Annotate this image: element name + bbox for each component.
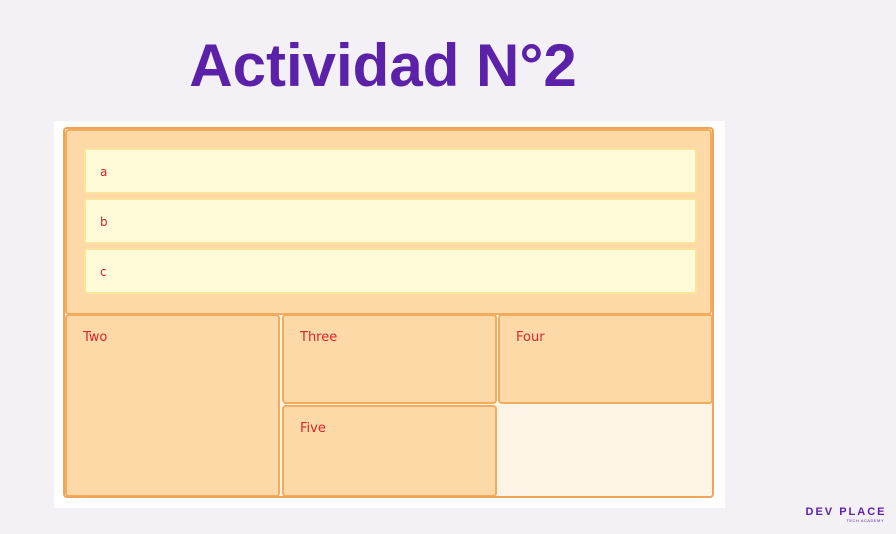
box-two: Two xyxy=(65,314,280,496)
nested-item-label: c xyxy=(100,265,107,279)
grid-example-frame: a b c Two Three Four Five xyxy=(54,121,725,508)
nested-item-a: a xyxy=(84,148,697,194)
box-one-container: a b c xyxy=(65,129,712,315)
logo-tagline: TECH ACADEMY xyxy=(846,518,884,523)
box-three: Three xyxy=(282,314,497,404)
box-label: Three xyxy=(300,330,338,345)
devplace-logo: DEV PLACE TECH ACADEMY xyxy=(804,506,888,528)
slide-title: Actividad N°2 xyxy=(189,32,577,99)
box-label: Four xyxy=(516,330,545,345)
box-five: Five xyxy=(282,405,497,496)
box-four: Four xyxy=(498,314,712,404)
nested-item-label: b xyxy=(100,215,108,229)
nested-item-b: b xyxy=(84,198,697,244)
nested-item-c: c xyxy=(84,248,697,294)
grid-wrapper: a b c Two Three Four Five xyxy=(63,127,714,498)
box-label: Two xyxy=(83,330,108,345)
nested-item-label: a xyxy=(100,165,108,179)
box-label: Five xyxy=(300,421,326,436)
logo-wordmark: DEV PLACE xyxy=(805,506,887,518)
